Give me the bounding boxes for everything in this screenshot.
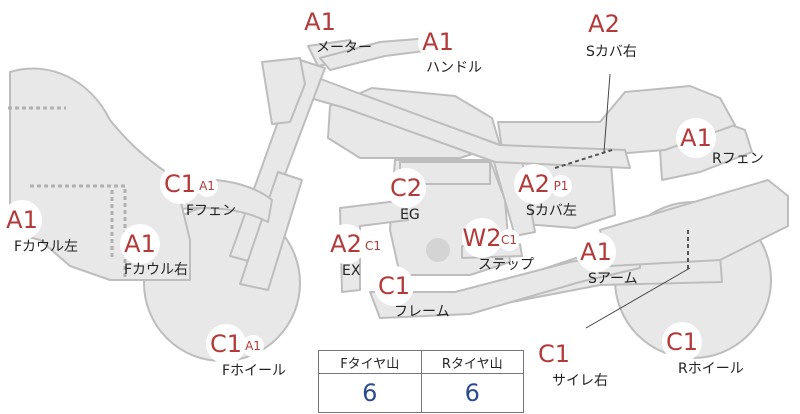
handle-code: A1 xyxy=(418,22,458,62)
f-cowl-right-code-tag: A1 xyxy=(120,224,160,264)
f-cowl-left-code: A1 xyxy=(2,200,42,240)
silencer-right-code-tag: C1 xyxy=(534,334,574,374)
s-arm-code-tag: A1 xyxy=(576,232,616,272)
fork-lower-shape xyxy=(239,171,303,291)
ex-code-1: A2 xyxy=(326,224,366,264)
s-cover-right-code: A2 xyxy=(584,4,624,44)
f-wheel-code-1: C1 xyxy=(206,324,246,364)
meter-code: A1 xyxy=(300,2,340,42)
f-fender-code-2: A1 xyxy=(196,174,218,197)
engine-detail-shape xyxy=(426,238,450,262)
silencer-right-code: C1 xyxy=(534,334,574,374)
f-cowl-left-label: Fカウル左 xyxy=(14,239,79,255)
meter-code-tag: A1 xyxy=(300,2,340,42)
front-tire-value: 6 xyxy=(318,373,422,413)
s-arm-code: A1 xyxy=(576,232,616,272)
frame-code: C1 xyxy=(374,266,414,306)
frame-spine-shape xyxy=(309,77,631,169)
r-fender-code: A1 xyxy=(676,118,716,158)
frame-label: フレーム xyxy=(394,304,450,320)
s-cover-right-leader xyxy=(603,73,611,153)
ex-code-2: C1 xyxy=(362,234,384,257)
rear-tire-header: Rタイヤ山 xyxy=(420,350,524,374)
r-fender-code-tag: A1 xyxy=(676,118,716,158)
step-label: ステップ xyxy=(478,257,534,273)
s-cover-left-code-2: P1 xyxy=(550,174,572,197)
silencer-right-label: サイレ右 xyxy=(552,373,608,389)
handle-code-tag: A1 xyxy=(418,22,458,62)
rear-tire-value: 6 xyxy=(420,373,524,413)
f-wheel-label: Fホイール xyxy=(222,363,287,379)
ex-label: EX xyxy=(342,263,361,279)
eg-label: EG xyxy=(400,207,420,223)
silencer-leader xyxy=(585,267,691,329)
r-fender-label: Rフェン xyxy=(712,151,764,167)
f-cowl-right-code: A1 xyxy=(120,224,160,264)
f-wheel-code-2: A1 xyxy=(242,334,264,357)
frame-code-tag: C1 xyxy=(374,266,414,306)
frame-shape xyxy=(369,249,641,319)
r-wheel-code-tag: C1 xyxy=(662,322,702,362)
f-fender-code-1: C1 xyxy=(160,164,200,204)
s-cover-left-label: Sカバ左 xyxy=(526,203,577,219)
f-cowl-right-label: Fカウル右 xyxy=(124,262,189,278)
step-code-tag: W2C1 xyxy=(462,218,520,258)
step-code-2: C1 xyxy=(498,228,520,251)
r-wheel-label: Rホイール xyxy=(678,361,744,377)
cowl-stay-shape xyxy=(261,57,306,125)
eg-code-tag: C2 xyxy=(386,168,426,208)
f-fender-label: Fフェン xyxy=(186,203,237,219)
step-code-1: W2 xyxy=(462,218,502,258)
s-cover-right-code-tag: A2 xyxy=(584,4,624,44)
handle-label: ハンドル xyxy=(426,60,482,76)
tire-tread-table: Fタイヤ山 Rタイヤ山 6 6 xyxy=(318,350,524,413)
f-cowl-left-code-tag: A1 xyxy=(2,200,42,240)
s-cover-left-code-1: A2 xyxy=(514,164,554,204)
r-wheel-code: C1 xyxy=(662,322,702,362)
meter-label: メーター xyxy=(316,40,372,56)
front-tire-header: Fタイヤ山 xyxy=(318,350,422,374)
s-arm-label: Sアーム xyxy=(588,271,638,287)
eg-code: C2 xyxy=(386,168,426,208)
s-cover-right-label: Sカバ右 xyxy=(586,44,637,60)
side-cover-split-line xyxy=(554,149,613,169)
